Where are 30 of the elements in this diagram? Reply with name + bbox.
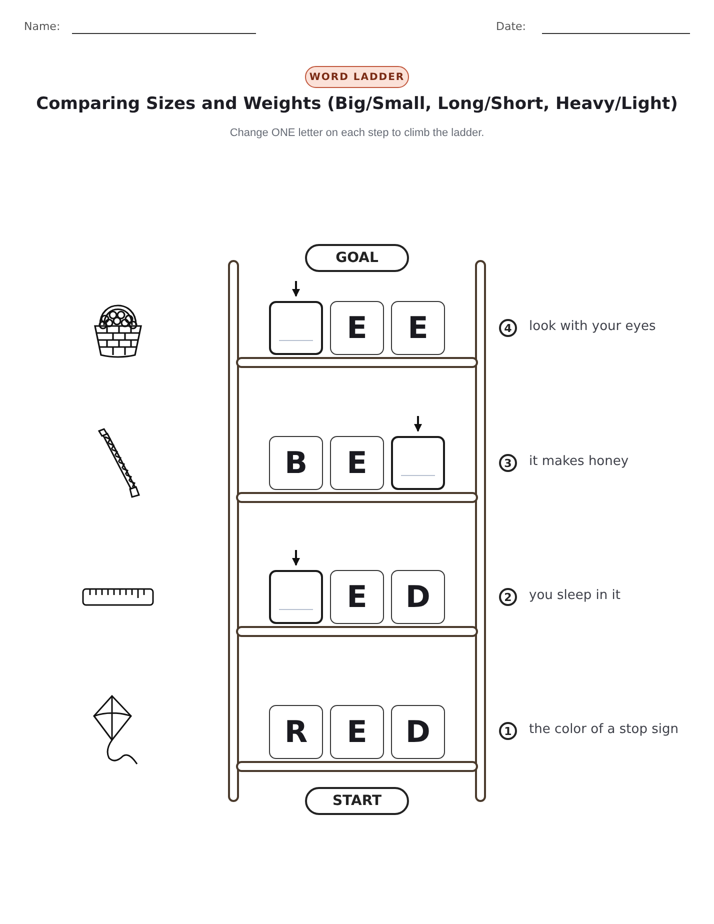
worksheet-title: Comparing Sizes and Weights (Big/Small, Long/Short, Heavy/Light) [35, 94, 679, 114]
date-label: Date: [496, 20, 526, 33]
step-number: 4 [499, 319, 517, 337]
letter-tile: D [391, 570, 445, 624]
answer-box [391, 436, 445, 490]
letter-tile: E [330, 705, 384, 759]
letter-tile: E [330, 436, 384, 490]
arrow [414, 416, 422, 432]
step-number: 2 [499, 588, 517, 606]
arrow [292, 550, 300, 566]
goal-label: GOAL [305, 244, 409, 272]
step-number: 3 [499, 454, 517, 472]
letter-tile: D [391, 705, 445, 759]
clue-text: you sleep in it [529, 588, 620, 603]
clue-text: it makes honey [529, 454, 629, 469]
letter-tile: B [269, 436, 323, 490]
clue-text: the color of a stop sign [529, 722, 678, 737]
answer-box [269, 301, 323, 355]
letter-tile: R [269, 705, 323, 759]
clue-text: look with your eyes [529, 319, 656, 334]
step-number: 1 [499, 722, 517, 740]
category-badge: WORD LADDER [305, 66, 409, 88]
answer-box [269, 570, 323, 624]
letter-tile: E [330, 570, 384, 624]
name-label: Name: [24, 20, 60, 33]
letter-tile: E [391, 301, 445, 355]
instructions-text: Change ONE letter on each step to climb the ladder. [228, 127, 486, 139]
arrow [292, 281, 300, 297]
start-label: START [305, 787, 409, 815]
letter-tile: E [330, 301, 384, 355]
